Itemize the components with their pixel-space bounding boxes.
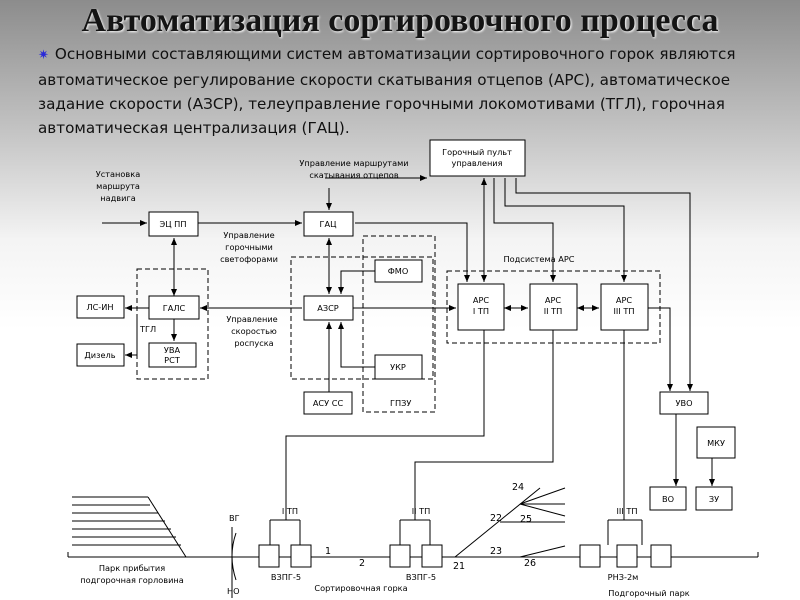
intro-paragraph: ✷Основными составляющими систем автомати… (38, 42, 783, 140)
svg-text:Сортировочная горка: Сортировочная горка (314, 583, 407, 593)
retarders (258, 544, 672, 568)
track-layout (67, 487, 759, 598)
svg-text:III ТП: III ТП (613, 306, 634, 316)
block-vo: ВО (649, 486, 687, 511)
block-ls-in: ЛС-ИН (76, 295, 125, 319)
svg-text:21: 21 (453, 561, 465, 572)
block-gac: ГАЦ (303, 211, 354, 237)
svg-text:25: 25 (520, 514, 532, 525)
svg-text:I ТП: I ТП (282, 506, 298, 516)
svg-text:роспуска: роспуска (234, 338, 273, 348)
svg-text:АРС: АРС (616, 295, 633, 305)
svg-text:Подсистема АРС: Подсистема АРС (503, 254, 574, 264)
block-ars-3: АРС III ТП (600, 283, 649, 331)
diagram-labels: Установка маршрута надвига Управление ма… (80, 158, 690, 598)
svg-text:УВО: УВО (675, 398, 692, 408)
svg-text:I ТП: I ТП (473, 306, 489, 316)
svg-text:ВГ: ВГ (229, 513, 240, 523)
svg-text:Установка: Установка (96, 169, 140, 179)
svg-text:ЗУ: ЗУ (709, 494, 719, 504)
svg-text:ЭЦ ПП: ЭЦ ПП (160, 219, 187, 229)
block-ets-pp: ЭЦ ПП (148, 211, 199, 237)
svg-text:ВЗПГ-5: ВЗПГ-5 (271, 572, 301, 582)
svg-text:III ТП: III ТП (616, 506, 637, 516)
block-azsr: АЗСР (303, 295, 354, 321)
block-ukr: УКР (374, 354, 423, 380)
svg-text:ФМО: ФМО (388, 266, 409, 276)
connections (102, 175, 715, 545)
block-diesel: Дизель (76, 343, 125, 367)
svg-text:Управление: Управление (226, 314, 277, 324)
block-uvo: УВО (659, 391, 709, 415)
slide-title: Автоматизация сортировочного процесса (81, 2, 719, 39)
svg-text:РНЗ-2м: РНЗ-2м (608, 572, 639, 582)
block-ars-2: АРС II ТП (529, 283, 578, 331)
block-console: Горочный пульт управления (429, 139, 526, 177)
svg-text:АРС: АРС (545, 295, 562, 305)
svg-text:ЛС-ИН: ЛС-ИН (86, 302, 113, 312)
svg-text:светофорами: светофорами (220, 254, 278, 264)
svg-text:Парк прибытия: Парк прибытия (99, 563, 165, 573)
svg-text:ВО: ВО (662, 494, 674, 504)
svg-text:маршрута: маршрута (96, 181, 140, 191)
gpzu-group (362, 235, 436, 413)
block-mku: МКУ (696, 426, 736, 459)
svg-text:АСУ СС: АСУ СС (313, 398, 344, 408)
svg-text:надвига: надвига (100, 193, 136, 203)
svg-text:НО: НО (227, 586, 240, 596)
svg-text:Горочный пульт: Горочный пульт (442, 147, 512, 157)
svg-text:1: 1 (325, 546, 331, 557)
svg-text:ГАЦ: ГАЦ (320, 219, 338, 229)
svg-text:управления: управления (451, 158, 502, 168)
block-asu-ss: АСУ СС (303, 391, 353, 415)
svg-text:Дизель: Дизель (84, 350, 115, 360)
svg-text:УВА: УВА (164, 345, 181, 355)
track-numbers: 1 2 21 22 23 24 25 26 (325, 482, 536, 572)
svg-text:ВЗПГ-5: ВЗПГ-5 (406, 572, 436, 582)
svg-text:скатывания отцепов: скатывания отцепов (309, 170, 398, 180)
svg-text:II ТП: II ТП (544, 306, 563, 316)
svg-text:II ТП: II ТП (412, 506, 431, 516)
block-gals: ГАЛС (148, 295, 200, 320)
svg-text:23: 23 (490, 546, 502, 557)
svg-text:скоростью: скоростью (231, 326, 277, 336)
svg-text:УКР: УКР (390, 362, 406, 372)
svg-text:горочными: горочными (225, 242, 273, 252)
block-fmo: ФМО (374, 259, 423, 283)
intro-text: Основными составляющими систем автоматиз… (38, 45, 736, 137)
block-zu: ЗУ (695, 486, 733, 511)
svg-text:ТГЛ: ТГЛ (139, 324, 156, 334)
svg-text:Управление: Управление (223, 230, 274, 240)
svg-text:Подгорочный парк: Подгорочный парк (608, 588, 689, 598)
block-uva-rst: УВА РСТ (148, 342, 197, 368)
svg-text:подгорочная горловина: подгорочная горловина (80, 575, 184, 585)
svg-text:АРС: АРС (473, 295, 490, 305)
svg-text:26: 26 (524, 558, 536, 569)
svg-text:24: 24 (512, 482, 524, 493)
svg-text:ГАЛС: ГАЛС (163, 303, 186, 313)
block-ars-1: АРС I ТП (457, 283, 505, 331)
azsr-group (290, 256, 434, 380)
svg-text:МКУ: МКУ (707, 438, 725, 448)
bullet-icon: ✷ (38, 48, 49, 63)
svg-text:РСТ: РСТ (164, 355, 181, 365)
svg-text:22: 22 (490, 513, 502, 524)
svg-text:2: 2 (359, 558, 365, 569)
svg-text:Управление маршрутами: Управление маршрутами (299, 158, 408, 168)
svg-text:ГПЗУ: ГПЗУ (390, 398, 411, 408)
svg-text:АЗСР: АЗСР (317, 303, 339, 313)
